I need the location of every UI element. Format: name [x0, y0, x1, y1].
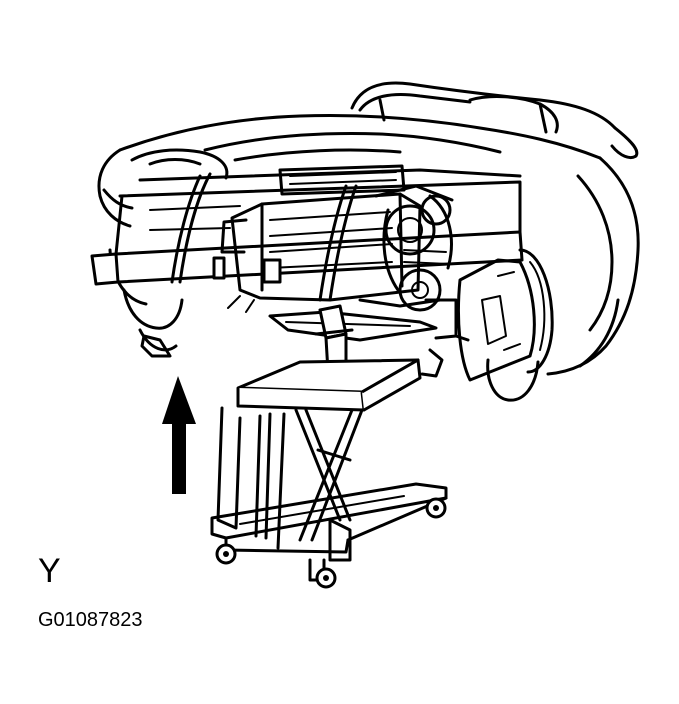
view-label: Y [38, 552, 61, 590]
transmission-jack-icon [210, 304, 448, 589]
arrow-up-icon [162, 376, 196, 494]
figure-id: G01087823 [38, 609, 143, 631]
vehicle-underside-icon [90, 81, 640, 402]
